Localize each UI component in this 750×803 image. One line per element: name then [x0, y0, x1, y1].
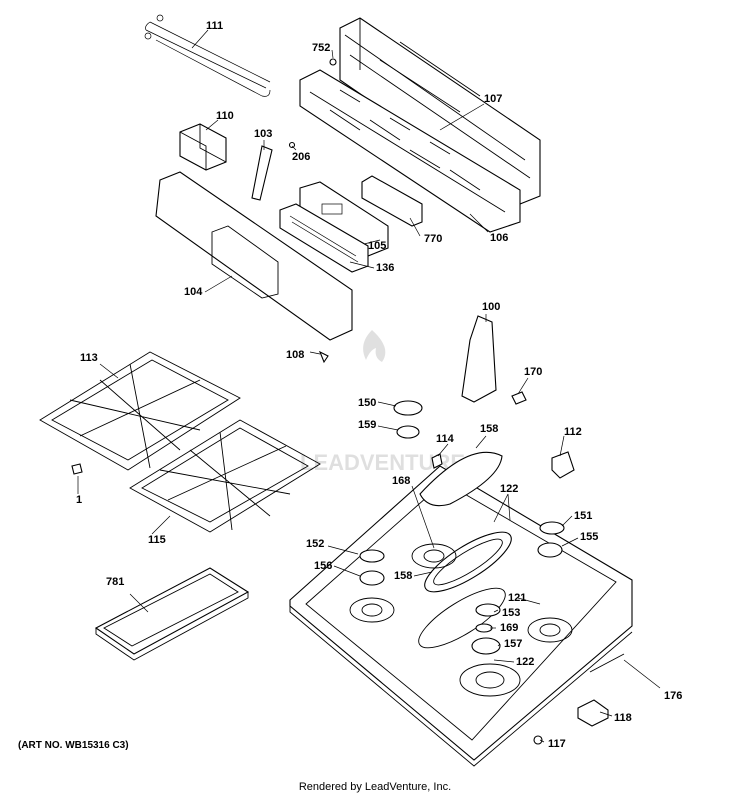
part-176-rod: [589, 653, 625, 673]
callout-118: 118: [614, 712, 632, 724]
callout-112: 112: [564, 426, 582, 438]
burner-right-rear: [527, 617, 573, 643]
part-114-clip: [431, 453, 443, 469]
part-151-burner-cap: [539, 521, 565, 535]
part-150-burner-cap: [393, 400, 423, 416]
callout-111: 111: [206, 20, 224, 32]
part-136-membrane-switch: [279, 203, 369, 273]
part-107-backsplash: [339, 17, 541, 205]
part-752-screw: [329, 58, 337, 66]
callout-1: 1: [76, 494, 83, 506]
part-152-burner-cap: [359, 549, 385, 563]
callout-159: 159: [358, 419, 377, 431]
burner-right-front: [459, 663, 521, 697]
callout-170: 170: [524, 366, 543, 378]
callout-108: 108: [286, 349, 305, 361]
callout-136: 136: [376, 262, 395, 274]
callout-100: 100: [482, 301, 501, 313]
part-111-wire-harness: [144, 14, 271, 97]
part-170-screw: [511, 391, 527, 405]
part-206-screw: [288, 141, 296, 149]
callout-781: 781: [106, 576, 125, 588]
callout-168: 168: [392, 475, 411, 487]
callout-106: 106: [490, 232, 509, 244]
callout-103: 103: [254, 128, 273, 140]
part-center-grill-plate: [418, 587, 506, 649]
callout-770: 770: [424, 233, 443, 245]
part-155-burner-head: [537, 542, 563, 558]
part-157-burner-head: [471, 637, 501, 655]
callout-158-lower: 158: [394, 570, 413, 582]
burner-left-front: [349, 597, 395, 623]
part-113-grate-left: [39, 351, 241, 471]
callout-155: 155: [580, 531, 599, 543]
callout-176: 176: [664, 690, 683, 702]
callout-156: 156: [314, 560, 333, 572]
callout-104: 104: [184, 286, 203, 298]
part-115-grate-right: [129, 419, 321, 533]
callout-114: 114: [436, 433, 454, 445]
part-110-spark-module: [179, 123, 227, 171]
callout-117: 117: [548, 738, 566, 750]
part-106-control-housing: [299, 69, 521, 233]
burner-left-rear: [411, 543, 457, 569]
callout-113: 113: [80, 352, 98, 364]
callout-169: 169: [500, 622, 519, 634]
callout-122-top: 122: [500, 483, 519, 495]
callout-151: 151: [574, 510, 593, 522]
part-cooktop: [289, 465, 633, 767]
part-100-side-trim: [461, 315, 497, 403]
callout-752: 752: [312, 42, 331, 54]
part-112-bracket: [551, 451, 575, 479]
callout-150: 150: [358, 397, 377, 409]
part-117-screw: [533, 735, 543, 745]
callout-122-bottom: 122: [516, 656, 535, 668]
part-158-center-burner: [424, 531, 512, 593]
callout-157: 157: [504, 638, 523, 650]
part-1-grate-foot: [71, 463, 83, 475]
callout-105: 105: [368, 240, 387, 252]
callout-206: 206: [292, 151, 311, 163]
part-153-burner-cap: [475, 603, 501, 617]
part-169-burner-cap: [475, 623, 493, 633]
part-108-screw: [318, 350, 329, 364]
part-781-griddle: [94, 567, 250, 661]
part-158-center-cover: [419, 451, 503, 507]
callout-153: 153: [502, 607, 521, 619]
part-156-burner-head: [359, 570, 385, 586]
part-118-leg-leveler: [577, 699, 609, 727]
callout-107: 107: [484, 93, 503, 105]
part-103-bracket: [251, 145, 273, 201]
callout-158: 158: [480, 423, 499, 435]
callout-110: 110: [216, 110, 234, 122]
part-159-burner-head: [396, 425, 420, 439]
part-104-control-panel: [155, 171, 353, 341]
callout-152: 152: [306, 538, 325, 550]
callout-115: 115: [148, 534, 166, 546]
art-number: (ART NO. WB15316 C3): [18, 740, 129, 751]
leader-lines: [77, 29, 661, 743]
footer-credit: Rendered by LeadVenture, Inc.: [298, 781, 452, 793]
callout-121: 121: [508, 592, 527, 604]
part-770-bracket: [361, 175, 423, 227]
